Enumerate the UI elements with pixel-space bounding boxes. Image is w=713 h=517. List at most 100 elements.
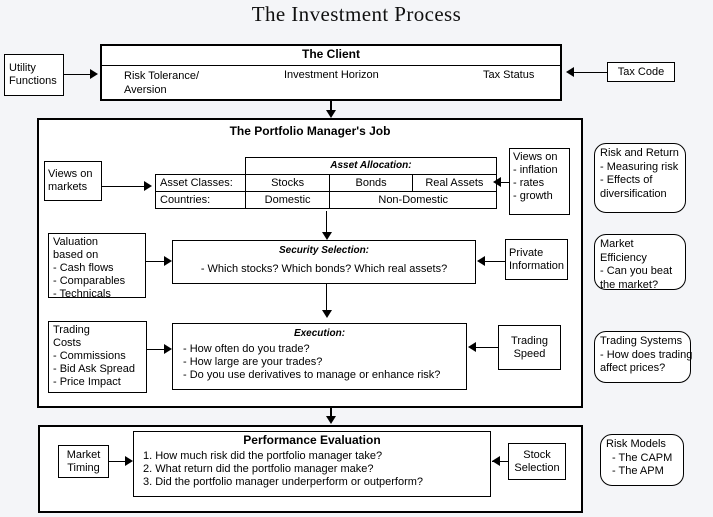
performance-question-list: 1. How much risk did the portfolio manag…: [134, 450, 490, 489]
arrowhead-pm-to-performance: [326, 416, 336, 424]
performance-question-3: 3. Did the portfolio manager underperfor…: [143, 476, 424, 488]
connector-timing-to-performance: [109, 461, 127, 462]
private-information-line-1: Private: [509, 246, 544, 259]
asset-allocation-caption: Asset Allocation:: [244, 157, 498, 175]
trading-speed-line-2: Speed: [513, 347, 546, 360]
views-on-macro-box: Views on - inflation - rates - growth: [509, 148, 570, 215]
valuation-item-technicals: - Technicals: [53, 288, 111, 300]
arrowhead-macro-to-allocation: [493, 177, 501, 187]
private-information-line-2: Information: [509, 259, 565, 272]
callout-risk-and-return-item-2: - Effects of: [600, 174, 653, 186]
execution-question-2: - How large are your trades?: [183, 356, 323, 368]
callout-risk-models-item-capm: - The CAPM: [612, 451, 673, 464]
performance-evaluation-box: Performance Evaluation 1. How much risk …: [133, 431, 491, 497]
arrowhead-private-to-security: [477, 256, 485, 266]
connector-private-to-security: [484, 261, 505, 262]
trading-costs-item-price-impact: - Price Impact: [53, 376, 121, 388]
connector-utility-to-client: [64, 74, 92, 75]
stock-selection-line-2: Selection: [514, 461, 560, 474]
stock-selection-box: Stock Selection: [508, 443, 566, 480]
tax-code-box: Tax Code: [607, 62, 675, 82]
callout-trading-systems-item-2: affect prices?: [600, 362, 666, 374]
connector-speed-to-execution: [475, 347, 498, 348]
callout-risk-models-title: Risk Models: [606, 438, 666, 450]
client-tax-status: Tax Status: [483, 69, 535, 81]
country-non-domestic: Non-Domestic: [329, 191, 497, 209]
utility-functions-line-1: Utility: [9, 62, 36, 74]
security-selection-question: - Which stocks? Which bonds? Which real …: [200, 263, 448, 275]
countries-row: Countries: Domestic Non-Domestic: [155, 191, 497, 209]
execution-question-list: - How often do you trade? - How large ar…: [173, 343, 466, 382]
client-box: The Client Risk Tolerance/ Aversion Inve…: [100, 44, 562, 101]
connector-stockselection-to-performance: [492, 461, 508, 462]
arrowhead-security-to-execution: [322, 310, 332, 318]
views-on-markets-line-1: Views on: [48, 168, 93, 180]
callout-market-efficiency-list: - Can you beat the market?: [600, 265, 680, 292]
callout-risk-and-return-item-1: - Measuring risk: [600, 160, 679, 173]
trading-costs-box: Trading Costs - Commissions - Bid Ask Sp…: [48, 321, 147, 393]
callout-market-efficiency-title: Market Efficiency: [600, 238, 647, 264]
arrowhead-allocation-to-security: [322, 232, 332, 240]
client-heading: The Client: [301, 47, 360, 61]
callout-market-efficiency-item-2: the market?: [600, 278, 659, 291]
callout-risk-models-list: - The CAPM - The APM: [606, 452, 678, 479]
portfolio-manager-heading: The Portfolio Manager's Job: [229, 124, 391, 138]
callout-risk-and-return-list: - Measuring risk - Effects of diversific…: [600, 161, 680, 202]
callout-market-efficiency: Market Efficiency - Can you beat the mar…: [594, 234, 686, 292]
trading-speed-line-1: Trading: [511, 334, 548, 347]
market-timing-line-1: Market: [66, 448, 101, 461]
views-on-markets-line-2: markets: [48, 181, 88, 193]
arrowhead-client-to-pm: [326, 110, 336, 118]
callout-risk-and-return: Risk and Return - Measuring risk - Effec…: [594, 143, 686, 213]
market-timing-box: Market Timing: [58, 445, 109, 478]
valuation-item-comparables: - Comparables: [53, 275, 126, 287]
arrowhead-valuation-to-security: [164, 256, 172, 266]
connector-allocation-to-security: [326, 211, 327, 235]
connector-macro-to-allocation: [500, 182, 509, 183]
arrowhead-timing-to-performance: [125, 456, 133, 466]
connector-pm-to-performance: [330, 408, 332, 420]
asset-class-bonds: Bonds: [329, 174, 413, 192]
performance-question-2: 2. What return did the portfolio manager…: [143, 463, 374, 475]
security-selection-caption: Security Selection:: [278, 245, 370, 256]
trading-costs-item-commissions: - Commissions: [53, 350, 126, 362]
trading-costs-line-1: Trading: [53, 324, 90, 336]
page-title: The Investment Process: [251, 2, 462, 26]
arrowhead-costs-to-execution: [164, 344, 172, 354]
callout-trading-systems: Trading Systems - How does trading affec…: [594, 331, 692, 383]
utility-functions-box: Utility Functions: [4, 54, 64, 96]
callout-risk-models: Risk Models - The CAPM - The APM: [600, 434, 684, 486]
trading-costs-item-bid-ask-spread: - Bid Ask Spread: [53, 363, 135, 375]
trading-speed-box: Trading Speed: [498, 325, 561, 370]
arrowhead-taxcode-to-client: [566, 67, 574, 77]
arrowhead-stockselection-to-performance: [492, 456, 500, 466]
execution-question-3: - Do you use derivatives to manage or en…: [183, 369, 441, 381]
execution-question-1: - How often do you trade?: [183, 343, 310, 355]
connector-costs-to-execution: [147, 349, 166, 350]
private-information-box: Private Information: [505, 239, 568, 280]
client-risk-tolerance-line-1: Risk Tolerance/: [124, 70, 199, 82]
asset-allocation-caption-row: Asset Allocation:: [156, 157, 498, 175]
client-risk-tolerance-line-2: Aversion: [124, 84, 167, 96]
utility-functions-line-2: Functions: [9, 75, 57, 87]
callout-trading-systems-title: Trading Systems: [600, 335, 683, 347]
arrowhead-utility-to-client: [90, 69, 98, 79]
connector-client-to-pm: [330, 101, 332, 114]
views-on-macro-item-rates: - rates: [513, 177, 545, 189]
callout-trading-systems-list: - How does trading affect prices?: [600, 349, 692, 376]
market-timing-line-2: Timing: [67, 461, 100, 474]
arrowhead-views-to-allocation: [144, 181, 152, 191]
views-on-macro-item-inflation: - inflation: [513, 164, 558, 176]
valuation-line-1: Valuation: [53, 236, 99, 248]
stock-selection-line-1: Stock: [523, 448, 551, 461]
country-domestic: Domestic: [244, 191, 330, 209]
performance-evaluation-heading: Performance Evaluation: [243, 433, 381, 447]
security-selection-box: Security Selection: - Which stocks? Whic…: [172, 240, 476, 284]
asset-classes-row: Asset Classes: Stocks Bonds Real Assets: [155, 174, 498, 192]
callout-market-efficiency-item-1: - Can you beat: [600, 265, 673, 277]
views-on-macro-title: Views on: [513, 151, 558, 163]
tax-code-label: Tax Code: [617, 65, 665, 78]
views-on-macro-list: - inflation - rates - growth: [513, 164, 566, 203]
valuation-line-2: based on: [53, 249, 99, 261]
